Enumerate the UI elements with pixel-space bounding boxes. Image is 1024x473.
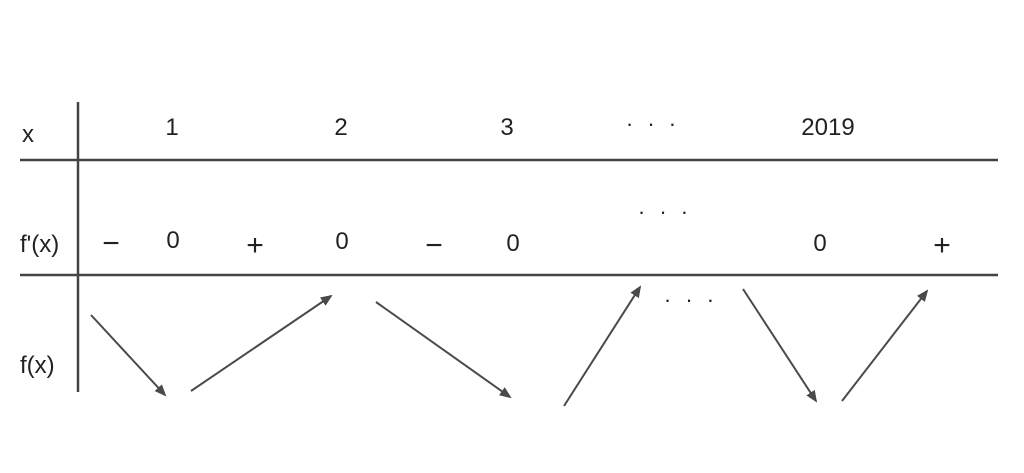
arrow-increasing-1 bbox=[190, 294, 333, 392]
fprime-ellipsis: · · · bbox=[637, 199, 693, 224]
arrow-decreasing-2 bbox=[375, 301, 512, 399]
arrow-increasing-2 bbox=[563, 285, 642, 407]
fprime-sign-negative-1: − bbox=[102, 227, 120, 260]
arrow-increasing-3 bbox=[841, 289, 929, 402]
row-label-x: x bbox=[22, 121, 34, 148]
arrow-decreasing-3 bbox=[742, 288, 818, 403]
x-value-2019: 2019 bbox=[801, 114, 855, 141]
fprime-zero-1: 0 bbox=[166, 227, 180, 254]
x-value-3: 3 bbox=[500, 114, 514, 141]
row-label-fprime: f'(x) bbox=[20, 231, 60, 258]
arrow-decreasing-1 bbox=[90, 314, 167, 397]
fprime-zero-3: 0 bbox=[506, 230, 520, 257]
f-ellipsis: · · · bbox=[663, 287, 719, 312]
x-value-1: 1 bbox=[165, 114, 179, 141]
x-ellipsis: · · · bbox=[625, 111, 681, 136]
row-label-f: f(x) bbox=[20, 352, 55, 379]
x-value-2: 2 bbox=[334, 114, 348, 141]
fprime-zero-4: 0 bbox=[813, 230, 827, 257]
fprime-sign-positive-2: + bbox=[933, 229, 951, 262]
fprime-sign-positive-1: + bbox=[246, 229, 264, 262]
fprime-sign-negative-2: − bbox=[425, 229, 443, 262]
fprime-zero-2: 0 bbox=[335, 228, 349, 255]
